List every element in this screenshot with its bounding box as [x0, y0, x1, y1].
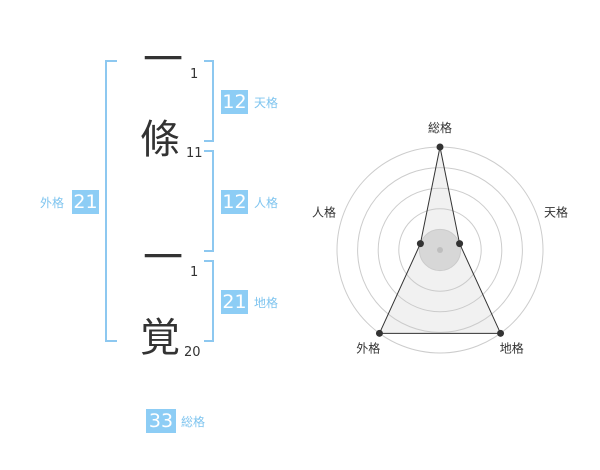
tenkaku-bracket	[204, 60, 214, 142]
tenkaku-value: 12	[221, 90, 248, 114]
radar-axis-label: 地格	[500, 341, 524, 356]
gaikaku-label: 外格	[40, 196, 65, 210]
jinkaku-label: 人格	[254, 196, 279, 210]
chikaku-bracket	[204, 260, 214, 342]
name-char-1: 一	[143, 37, 183, 83]
radar-axis-label: 総格	[428, 120, 452, 135]
stroke-count-3: 1	[190, 265, 199, 280]
radar-axis-label: 天格	[544, 204, 568, 219]
stroke-count-2: 11	[186, 146, 203, 161]
radar-point	[416, 240, 424, 248]
soukaku-value: 33	[146, 409, 176, 433]
radar-point	[375, 329, 383, 337]
radar-point	[436, 143, 444, 151]
gaikaku-bracket	[105, 60, 117, 342]
jinkaku-value: 12	[221, 190, 248, 214]
radar-series-shape	[378, 146, 502, 334]
name-char-3: 一	[143, 235, 183, 281]
radar-center	[437, 247, 443, 253]
radar-axis-label: 人格	[312, 204, 336, 219]
stroke-count-1: 1	[190, 67, 199, 82]
radar-point	[456, 240, 464, 248]
name-char-2: 條	[140, 117, 180, 163]
chikaku-value: 21	[221, 290, 248, 314]
stroke-count-4: 20	[184, 345, 201, 360]
jinkaku-bracket	[204, 150, 214, 252]
chikaku-label: 地格	[254, 296, 279, 310]
gaikaku-value: 21	[72, 190, 99, 214]
soukaku-label: 総格	[181, 415, 206, 429]
radar-point	[497, 329, 505, 337]
name-char-4: 覚	[140, 315, 180, 361]
radar-axis-label: 外格	[356, 341, 380, 356]
tenkaku-label: 天格	[254, 96, 279, 110]
